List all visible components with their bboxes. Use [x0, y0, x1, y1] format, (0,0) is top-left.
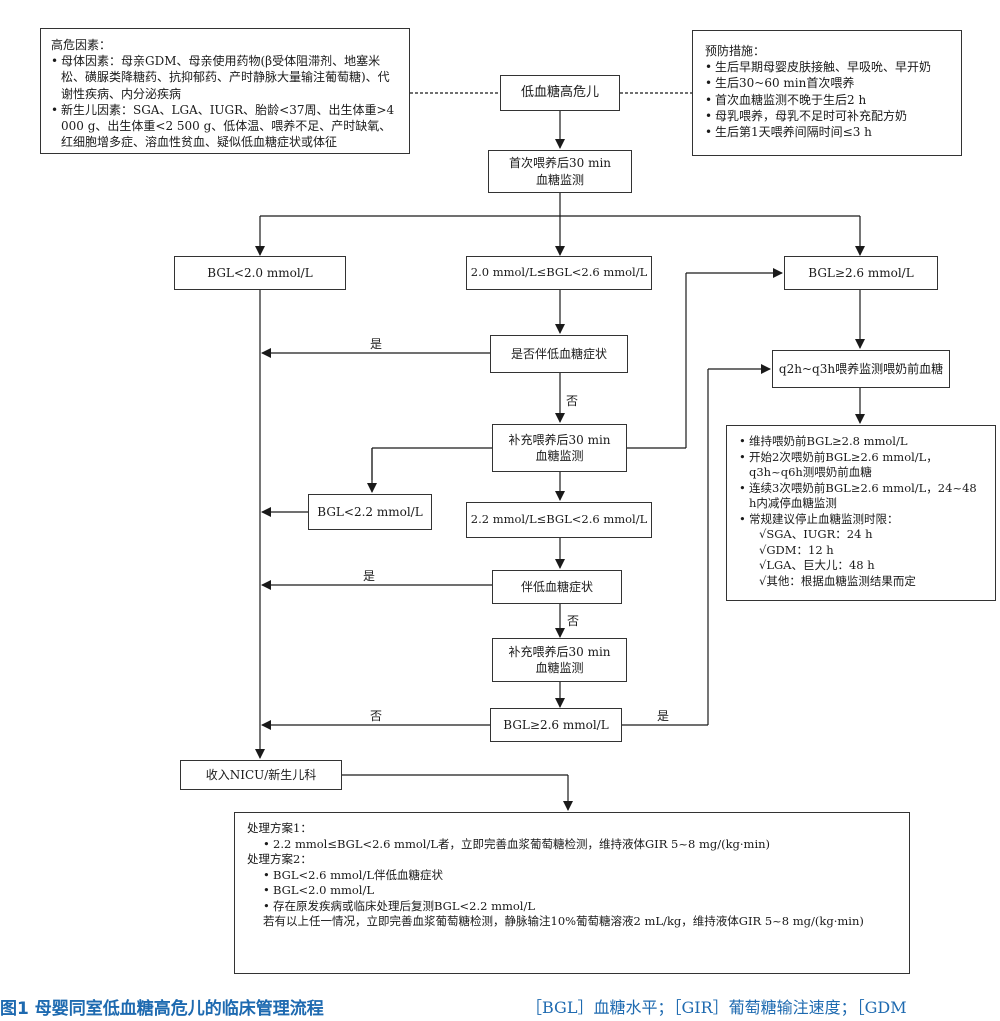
prevention-item: 生后30~60 min首次喂养: [705, 75, 949, 91]
figure-caption: 图1 母婴同室低血糖高危儿的临床管理流程: [0, 999, 324, 1019]
prevention-item: 生后早期母婴皮肤接触、早吸吮、早开奶: [705, 59, 949, 75]
supplement-check-1-line1: 补充喂养后30 min: [508, 432, 611, 447]
plan1-item: 2.2 mmol≤BGL<2.6 mmol/L者，立即完善血浆葡萄糖检测，维持液…: [263, 837, 897, 853]
prevention-item: 首次血糖监测不晚于生后2 h: [705, 92, 949, 108]
hypoglycemia-symptom-check-2: 伴低血糖症状: [492, 570, 622, 604]
maintenance-item: 常规建议停止血糖监测时限：: [739, 512, 987, 528]
maintenance-guidance-box: 维持喂奶前BGL≥2.8 mmol/L 开始2次喂奶前BGL≥2.6 mmol/…: [726, 425, 996, 601]
supplement-check-2-line1: 补充喂养后30 min: [508, 644, 611, 659]
nicu-admission-node: 收入NICU/新生儿科: [180, 760, 342, 790]
edge-label-yes: 是: [363, 569, 376, 583]
risk-factors-box: 高危因素： 母体因素：母亲GDM、母亲使用药物(β受体阻滞剂、地塞米松、磺脲类降…: [40, 28, 410, 154]
plan2-item: BGL<2.0 mmol/L: [263, 883, 897, 899]
edge-label-no: 否: [567, 614, 580, 628]
maintenance-item: 维持喂奶前BGL≥2.8 mmol/L: [739, 434, 987, 450]
maintenance-item: 开始2次喂奶前BGL≥2.6 mmol/L，q3h~q6h测喂奶前血糖: [739, 450, 987, 481]
risk-factors-title: 高危因素：: [51, 38, 112, 52]
treatment-plan-box: 处理方案1： 2.2 mmol≤BGL<2.6 mmol/L者，立即完善血浆葡萄…: [234, 812, 910, 974]
monitoring-duration-item: √LGA、巨大儿：48 h: [759, 558, 875, 573]
bgl-below-2-2-label: BGL<2.2 mmol/L: [317, 504, 423, 519]
hypoglycemia-symptom-question: 是否伴低血糖症状: [510, 346, 607, 361]
bgl-2-2-to-2-6-node: 2.2 mmol/L≤BGL<2.6 mmol/L: [466, 502, 652, 538]
bgl-at-least-2-6-label: BGL≥2.6 mmol/L: [808, 265, 914, 280]
monitoring-duration-item: √其他：根据血糖监测结果而定: [759, 573, 916, 588]
bgl-at-least-2-6-bottom-node: BGL≥2.6 mmol/L: [490, 708, 622, 742]
prevention-item: 母乳喂养，母乳不足时可补充配方奶: [705, 108, 949, 124]
q2h-q3h-monitoring-node: q2h~q3h喂养监测喂奶前血糖: [772, 350, 950, 388]
edge-label-no: 否: [566, 394, 579, 408]
bgl-below-2-0-label: BGL<2.0 mmol/L: [207, 265, 313, 280]
plan2-title: 处理方案2：: [247, 852, 312, 867]
plan2-item: BGL<2.6 mmol/L伴低血糖症状: [263, 868, 897, 884]
supplement-feeding-check-2: 补充喂养后30 min 血糖监测: [492, 638, 627, 682]
bgl-2-0-to-2-6-node: 2.0 mmol/L≤BGL<2.6 mmol/L: [466, 256, 652, 290]
maintenance-item: 连续3次喂奶前BGL≥2.6 mmol/L，24~48 h内减停血糖监测: [739, 481, 987, 512]
risk-neonatal-item: 新生儿因素：SGA、LGA、IUGR、胎龄<37周、出生体重>4 000 g、出…: [51, 102, 399, 151]
monitoring-duration-item: √GDM：12 h: [759, 542, 834, 557]
bgl-at-least-2-6-bottom-label: BGL≥2.6 mmol/L: [503, 717, 609, 732]
first-check-line1: 首次喂养后30 min: [508, 156, 612, 171]
prevention-item: 生后第1天喂养间隔时间≤3 h: [705, 124, 949, 140]
prevention-box: 预防措施： 生后早期母婴皮肤接触、早吸吮、早开奶 生后30~60 min首次喂养…: [692, 30, 962, 156]
nicu-admission-label: 收入NICU/新生儿科: [205, 767, 317, 782]
edge-label-yes: 是: [657, 709, 670, 723]
q2h-q3h-monitoring-label: q2h~q3h喂养监测喂奶前血糖: [778, 361, 944, 376]
risk-maternal-item: 母体因素：母亲GDM、母亲使用药物(β受体阻滞剂、地塞米松、磺脲类降糖药、抗抑郁…: [51, 53, 399, 102]
bgl-at-least-2-6-node: BGL≥2.6 mmol/L: [784, 256, 938, 290]
bgl-below-2-0-node: BGL<2.0 mmol/L: [174, 256, 346, 290]
first-check-line2: 血糖监测: [535, 172, 584, 187]
edge-label-yes: 是: [370, 337, 383, 351]
bgl-below-2-2-node: BGL<2.2 mmol/L: [308, 494, 432, 530]
first-glucose-check-node: 首次喂养后30 min 血糖监测: [488, 150, 632, 193]
high-risk-infant-node: 低血糖高危儿: [500, 75, 620, 111]
supplement-check-2-line2: 血糖监测: [535, 661, 584, 675]
hypoglycemia-symptom-decision: 是否伴低血糖症状: [490, 335, 628, 373]
supplement-feeding-check-1: 补充喂养后30 min 血糖监测: [492, 424, 627, 472]
figure-abbreviations: ［BGL］血糖水平；［GIR］葡萄糖输注速度；［GDM: [526, 998, 907, 1017]
hypoglycemia-symptom-label-2: 伴低血糖症状: [520, 579, 593, 594]
bgl-2-0-to-2-6-label: 2.0 mmol/L≤BGL<2.6 mmol/L: [470, 265, 648, 280]
plan2-footer: 若有以上任一情况，立即完善血浆葡萄糖检测，静脉输注10%葡萄糖溶液2 mL/kg…: [263, 914, 864, 929]
edge-label-no: 否: [370, 709, 383, 723]
plan1-title: 处理方案1：: [247, 821, 312, 835]
plan2-item: 存在原发疾病或临床处理后复测BGL<2.2 mmol/L: [263, 899, 897, 915]
supplement-check-1-line2: 血糖监测: [535, 449, 584, 463]
prevention-title: 预防措施：: [705, 44, 766, 58]
bgl-2-2-to-2-6-label: 2.2 mmol/L≤BGL<2.6 mmol/L: [470, 512, 648, 527]
high-risk-infant-label: 低血糖高危儿: [520, 85, 599, 101]
monitoring-duration-item: √SGA、IUGR：24 h: [759, 527, 873, 542]
